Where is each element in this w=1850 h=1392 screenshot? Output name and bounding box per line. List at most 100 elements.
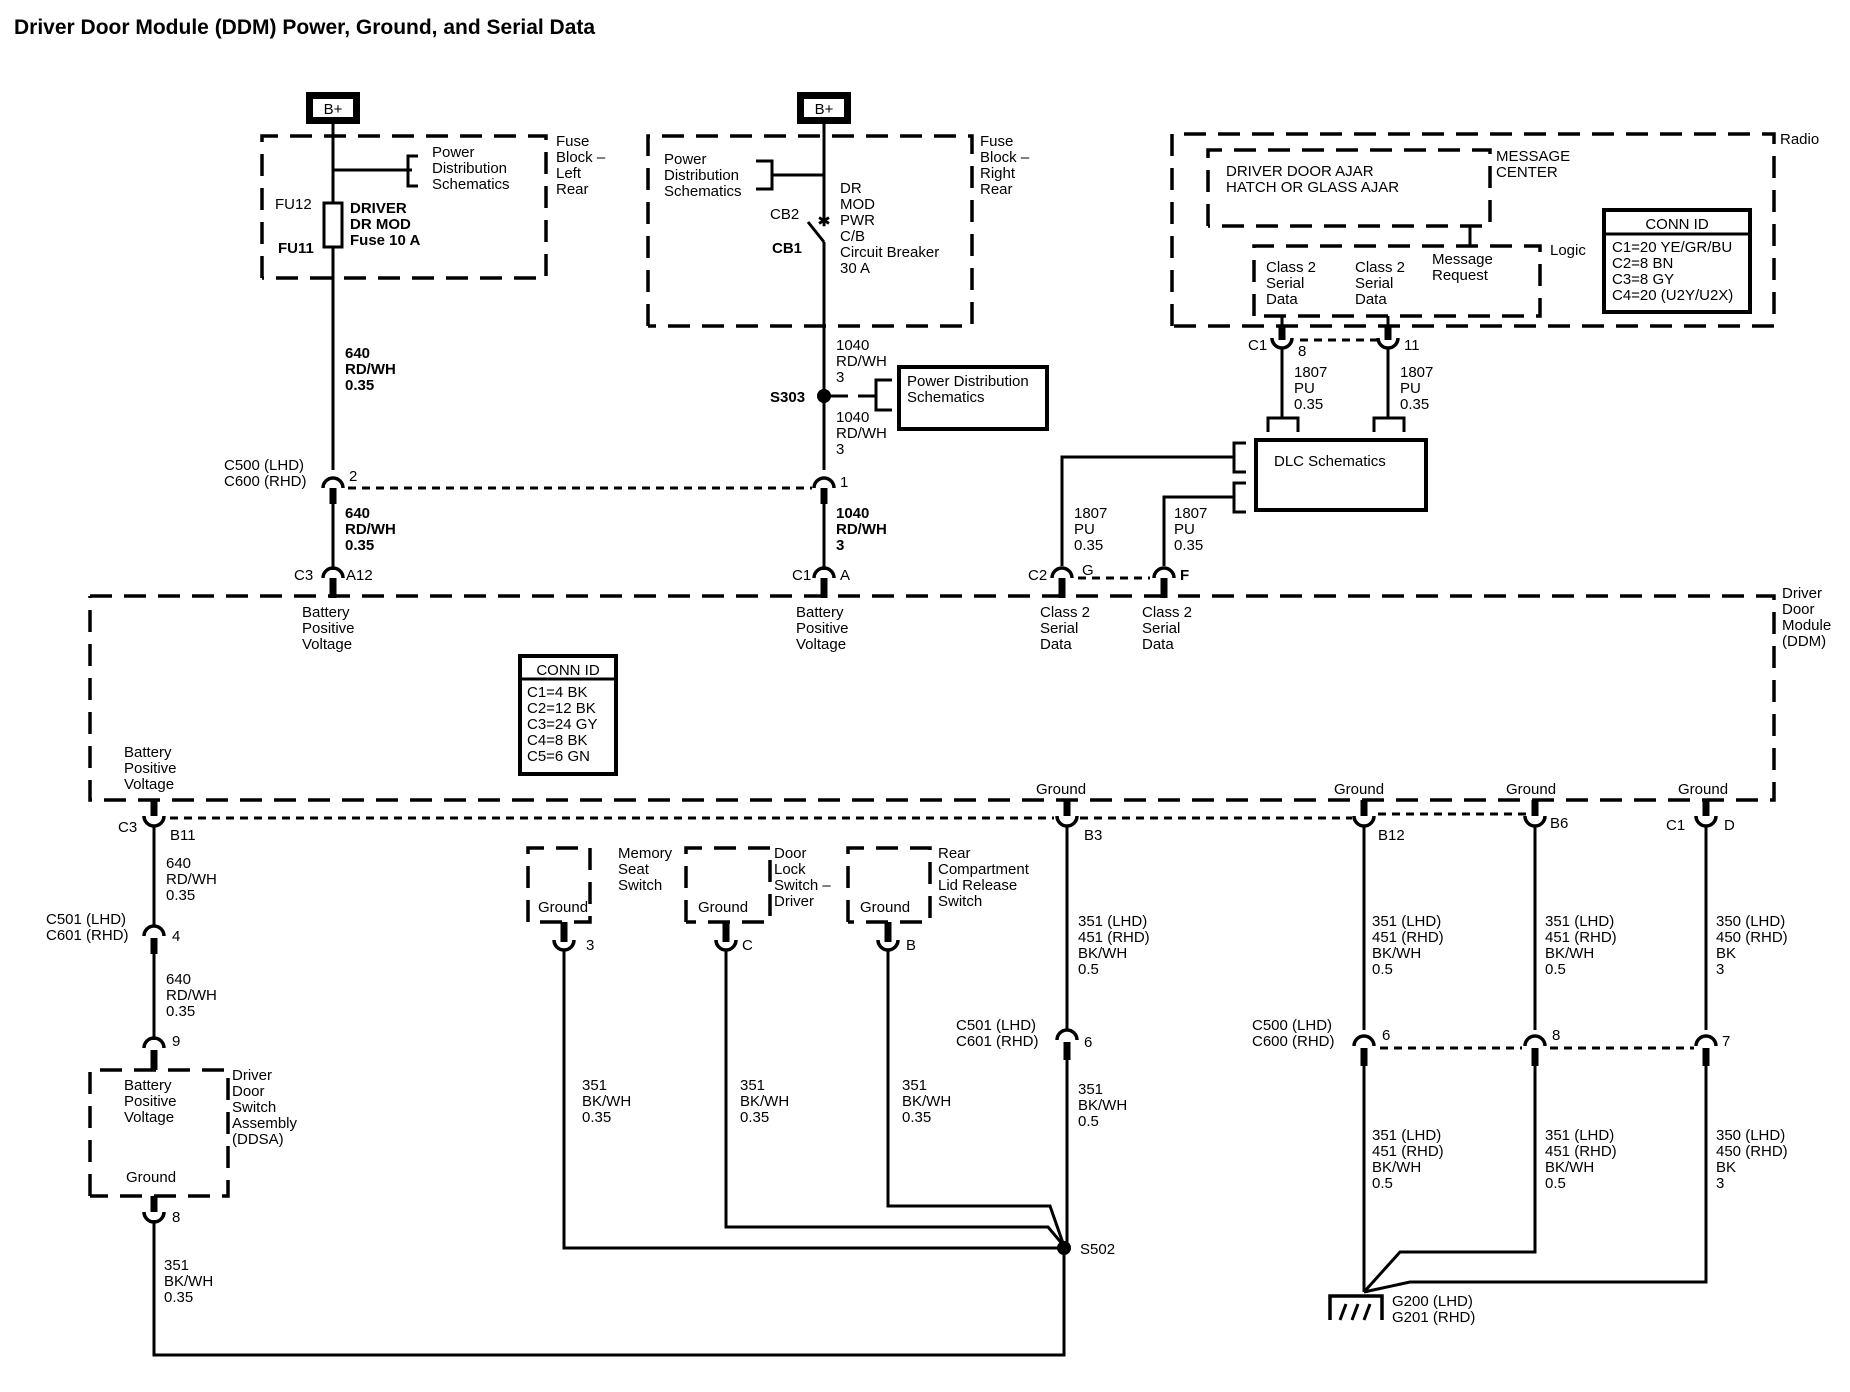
ground-b12-label: Ground	[1334, 781, 1384, 798]
pin-1-label: 1	[840, 474, 848, 491]
a12-label: A12	[346, 567, 373, 584]
b-plus-left-label: B+	[324, 101, 343, 118]
svg-text:7: 7	[1722, 1033, 1730, 1050]
pin-b-label: B	[906, 937, 916, 954]
c1-bottom-label: C1	[1666, 817, 1685, 834]
svg-text:Ground: Ground	[538, 899, 588, 916]
b6-label: B6	[1550, 815, 1568, 832]
b-plus-right-label: B+	[815, 101, 834, 118]
svg-text:6: 6	[1382, 1027, 1390, 1044]
svg-text:C500 (LHD)C600 (RHD): C500 (LHD)C600 (RHD)	[1252, 1017, 1335, 1050]
breaker-contact-icon: ✱	[818, 213, 831, 230]
logic-label: Logic	[1550, 242, 1586, 259]
pin-8-label: 8	[1298, 343, 1306, 360]
b-plus-left: B+	[306, 92, 360, 124]
ground-point-label: G200 (LHD)G201 (RHD)	[1392, 1293, 1475, 1326]
pin-3-label: 3	[586, 937, 594, 954]
a-label: A	[840, 567, 850, 584]
fu12-label: FU12	[275, 196, 312, 213]
ground-b3-label: Ground	[1036, 781, 1086, 798]
c500-c600-bottom-connector: C500 (LHD)C600 (RHD) 6 8 7	[1252, 1017, 1730, 1066]
c3-bottom-label: C3	[118, 819, 137, 836]
svg-text:6: 6	[1084, 1034, 1092, 1051]
c3-top-label: C3	[294, 567, 313, 584]
svg-text:Ground: Ground	[698, 899, 748, 916]
pin-c-label: C	[742, 937, 753, 954]
c500-top-label: C500 (LHD)C600 (RHD)	[224, 457, 307, 490]
message-center	[1206, 148, 1492, 228]
radio-label: Radio	[1780, 131, 1819, 148]
s303-label: S303	[770, 389, 805, 406]
c2-label: C2	[1028, 567, 1047, 584]
logic-block	[1252, 244, 1542, 318]
pin-8-ddsa-label: 8	[172, 1209, 180, 1226]
ddsa-pin9	[142, 1036, 166, 1049]
s502-label: S502	[1080, 1241, 1115, 1258]
svg-text:C501 (LHD)C601 (RHD): C501 (LHD)C601 (RHD)	[46, 911, 129, 944]
d-label: D	[1724, 817, 1735, 834]
dlc-schematics-ref[interactable]: DLC Schematics	[1254, 438, 1428, 512]
splice-s303	[817, 389, 831, 403]
svg-text:CONN ID: CONN ID	[1645, 216, 1709, 233]
svg-text:4: 4	[172, 928, 180, 945]
ground-d-label: Ground	[1678, 781, 1728, 798]
pin-11-label: 11	[1404, 337, 1420, 354]
b3-label: B3	[1084, 827, 1102, 844]
pin-9-label: 9	[172, 1033, 180, 1050]
c501-mid-connector: C501 (LHD)C601 (RHD) 6	[956, 1017, 1092, 1060]
fuse-icon	[322, 201, 344, 249]
svg-text:C501 (LHD)C601 (RHD): C501 (LHD)C601 (RHD)	[956, 1017, 1039, 1050]
c501-left-connector: C501 (LHD)C601 (RHD) 4	[46, 911, 180, 954]
ground-icon	[1328, 1294, 1384, 1321]
fu11-label: FU11	[278, 240, 314, 257]
cb2-label: CB2	[770, 206, 799, 223]
g-label: G	[1082, 562, 1094, 579]
c1-top-label: C1	[792, 567, 811, 584]
b12-label: B12	[1378, 827, 1405, 844]
dlc-label: DLC Schematics	[1274, 453, 1386, 470]
b11-label: B11	[170, 827, 196, 844]
circuit-breaker-icon	[806, 221, 826, 243]
